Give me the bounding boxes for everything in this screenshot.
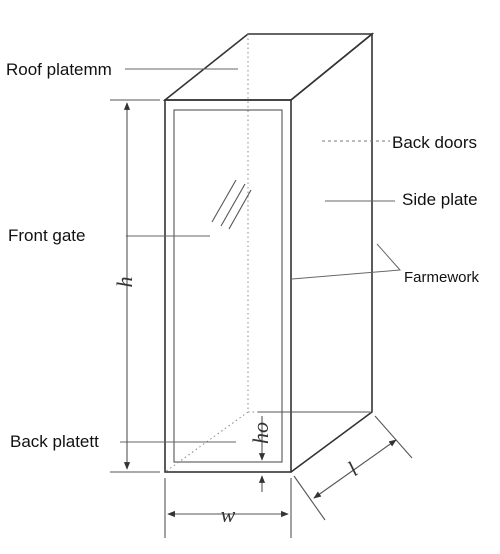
label-framework: Farmework — [404, 269, 480, 286]
side-plate-face — [290, 32, 373, 473]
cabinet-box — [162, 32, 375, 473]
height-label: h — [112, 277, 137, 288]
width-label: w — [221, 502, 236, 527]
label-front-gate: Front gate — [8, 226, 86, 245]
label-roof-plate: Roof platemm — [6, 60, 112, 79]
length-dimension: l — [293, 415, 413, 521]
glass-reflection-1 — [211, 179, 237, 223]
leader-framework — [291, 243, 402, 280]
height-offset-dimension: ho — [248, 411, 370, 492]
length-dim-line — [313, 439, 397, 499]
label-back-plate: Back platett — [10, 432, 99, 451]
label-side-plate: Side plate — [402, 190, 478, 209]
label-back-doors: Back doors — [392, 133, 477, 152]
front-gate-panel — [173, 109, 283, 463]
height-dimension: h — [110, 99, 160, 473]
length-ext-front — [293, 475, 326, 521]
width-dimension: w — [164, 478, 292, 538]
length-ext-back — [374, 415, 413, 459]
length-label: l — [343, 457, 363, 481]
roof-plate-face — [162, 33, 375, 101]
glass-reflection-2 — [220, 183, 246, 227]
glass-reflection-3 — [228, 189, 252, 230]
leader-lines — [120, 68, 402, 443]
height-offset-label: ho — [248, 422, 273, 444]
front-face-outer — [164, 99, 292, 473]
